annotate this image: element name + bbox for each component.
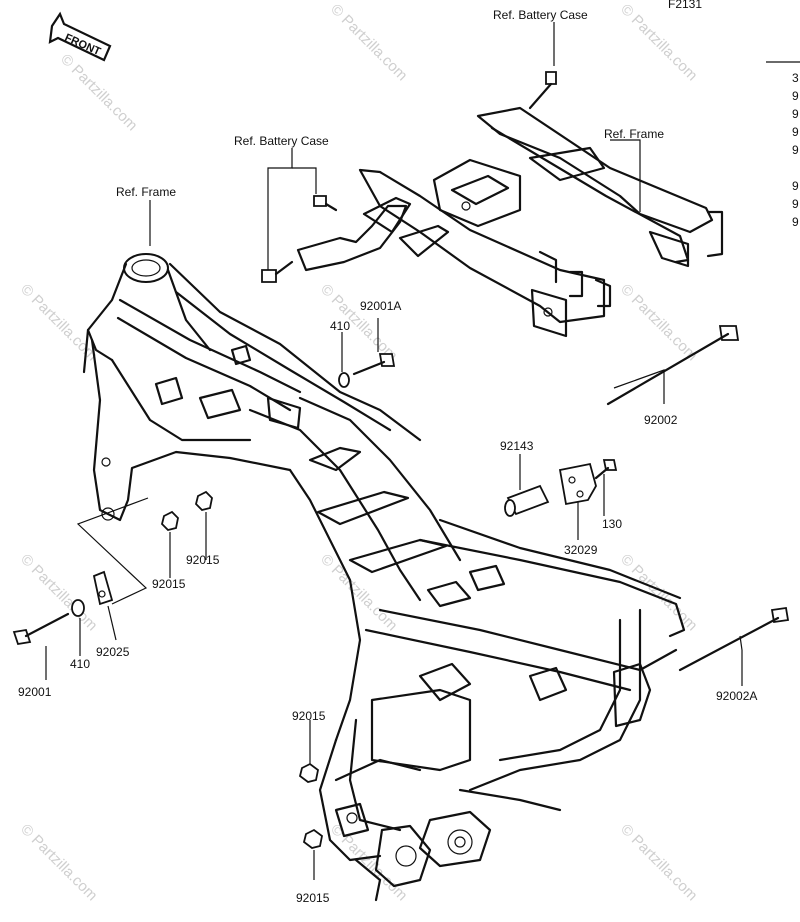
watermark: © Partzilla.com: [617, 551, 700, 634]
washer-410-upper: [338, 372, 350, 388]
collar-92143: [504, 484, 550, 517]
battery-case-bolt-top: [528, 71, 557, 110]
legend-fragment: 9: [792, 89, 799, 103]
battery-case-bracket: [296, 106, 724, 338]
watermark: © Partzilla.com: [57, 51, 140, 134]
watermark: © Partzilla.com: [317, 551, 400, 634]
watermark: © Partzilla.com: [617, 1, 700, 84]
legend-fragment: 9: [792, 179, 799, 193]
callout-label: 92015: [296, 891, 330, 905]
legend-fragment: 9: [792, 215, 799, 229]
callout-label: 32029: [564, 543, 598, 557]
ref-frame-label: Ref. Frame: [116, 185, 176, 199]
bolt-92001: [12, 612, 70, 646]
watermark: © Partzilla.com: [17, 281, 100, 364]
nut-92015-c: [298, 762, 319, 783]
plate-32029: [558, 462, 597, 506]
bolt-92001A: [352, 353, 396, 376]
watermark: © Partzilla.com: [327, 1, 410, 84]
battery-case-bolt-low: [261, 260, 294, 283]
battery-case-bolt-mid: [313, 195, 338, 212]
callout-label: 130: [602, 517, 622, 531]
legend-fragment: 9: [792, 197, 799, 211]
callout-label: 92002A: [716, 689, 757, 703]
bracket-92025: [92, 570, 114, 606]
legend-fragment: 9: [792, 143, 799, 157]
nut-92015-d: [302, 828, 323, 849]
callout-label: 92015: [186, 553, 220, 567]
main-frame: [82, 253, 686, 902]
side-legend-fragment: 3 9 9 9 9 9 9 9: [766, 61, 800, 229]
bolt-92002A: [678, 606, 790, 672]
watermark: © Partzilla.com: [617, 281, 700, 364]
nut-92015-a: [195, 490, 213, 511]
bolt-130: [594, 459, 618, 480]
callout-label: 92025: [96, 645, 130, 659]
nut-92015-b: [161, 510, 179, 531]
legend-fragment: 9: [792, 107, 799, 121]
ref-battery-case-label: Ref. Battery Case: [493, 8, 588, 22]
callout-label: 410: [330, 319, 350, 333]
callout-label: 92015: [292, 709, 326, 723]
legend-fragment: 9: [792, 125, 799, 139]
labels: Ref. Battery Case Ref. Battery Case Ref.…: [18, 8, 757, 905]
leader-lines: [45, 22, 743, 880]
callout-label: 92015: [152, 577, 186, 591]
watermark: © Partzilla.com: [17, 551, 100, 634]
bolt-92002: [606, 325, 740, 406]
washer-410-lower: [71, 599, 85, 617]
front-arrow-icon: FRONT: [48, 11, 112, 62]
callout-label: 410: [70, 657, 90, 671]
ref-battery-case-label: Ref. Battery Case: [234, 134, 329, 148]
callout-label: 92001A: [360, 299, 401, 313]
callout-label: 92002: [644, 413, 678, 427]
ref-frame-label: Ref. Frame: [604, 127, 664, 141]
watermark: © Partzilla.com: [617, 821, 700, 904]
watermark: © Partzilla.com: [17, 821, 100, 904]
callout-label: 92143: [500, 439, 534, 453]
figure-code: F2131: [668, 0, 702, 11]
callout-label: 92001: [18, 685, 52, 699]
legend-fragment: 3: [792, 71, 799, 85]
